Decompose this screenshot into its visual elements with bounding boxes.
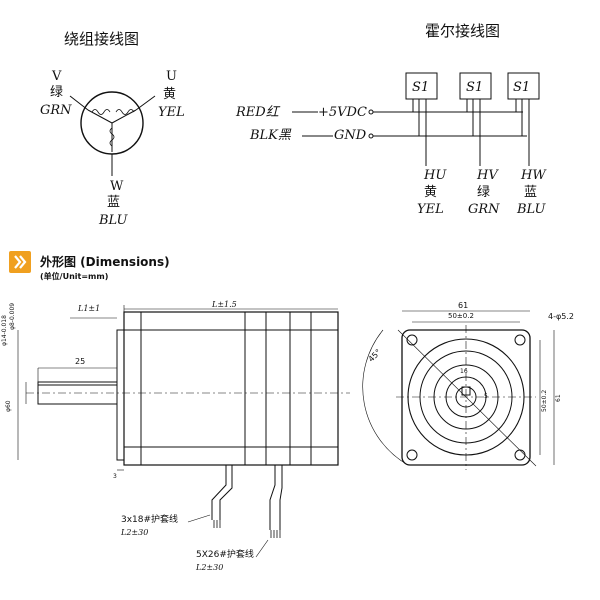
hall-red-label: RED红 [236, 105, 279, 120]
hall-sensor-3: S1 [513, 80, 531, 95]
hall-sensor-1: S1 [412, 80, 430, 95]
cable1-label: 3x18#护套线 [121, 515, 179, 525]
hall-vdc-label: +5VDC [318, 105, 367, 120]
hall-hv-en: GRN [468, 202, 500, 217]
hall-hu-cn: 黄 [424, 185, 438, 200]
hall-hv-code: HV [477, 168, 498, 183]
dim-face-hole: 50±0.2 [448, 312, 474, 320]
hall-hu-en: YEL [417, 202, 444, 217]
cable1-length: L2±30 [121, 528, 149, 537]
side-view-motor [17, 305, 350, 558]
hall-blk-label: BLK黑 [250, 128, 291, 143]
winding-title: 绕组接线图 [64, 30, 140, 48]
dim-l1: L1±1 [78, 304, 101, 313]
dimensions-title: 外形图 (Dimensions) [40, 255, 170, 269]
winding-circle [69, 91, 156, 176]
front-view-motor [362, 310, 555, 470]
winding-w-en: BLU [99, 213, 128, 228]
hall-hv-cn: 绿 [477, 185, 491, 200]
cable2-label: 5X26#护套线 [196, 550, 254, 560]
winding-v-en: GRN [40, 103, 72, 118]
dimensions-badge-icon [9, 251, 31, 273]
hall-hw-cn: 蓝 [524, 185, 538, 200]
winding-u-en: YEL [158, 105, 185, 120]
hall-hw-code: HW [521, 168, 546, 183]
winding-w-cn: 蓝 [107, 195, 121, 210]
winding-w-letter: W [110, 179, 124, 194]
dim-face-width: 61 [458, 301, 469, 310]
dimensions-unit: (单位/Unit=mm) [40, 272, 109, 281]
dim-side-3: 3 [113, 473, 117, 480]
winding-v-letter: V [52, 69, 62, 84]
hall-hu-code: HU [424, 168, 447, 183]
hall-title: 霍尔接线图 [425, 22, 501, 40]
dim-key-w: 16 [460, 368, 468, 375]
dim-holes: 4-φ5.2 [548, 312, 574, 321]
cable2-length: L2±30 [196, 563, 224, 572]
dim-shaft-len: 25 [75, 357, 86, 366]
hall-hw-en: BLU [517, 202, 546, 217]
winding-v-cn: 绿 [50, 85, 64, 100]
winding-u-cn: 黄 [163, 87, 177, 102]
winding-u-letter: U [166, 69, 177, 84]
hall-gnd-label: GND [334, 128, 367, 143]
hall-wiring [292, 72, 540, 166]
hall-sensor-2: S1 [466, 80, 484, 95]
dim-l: L±1.5 [212, 300, 237, 309]
